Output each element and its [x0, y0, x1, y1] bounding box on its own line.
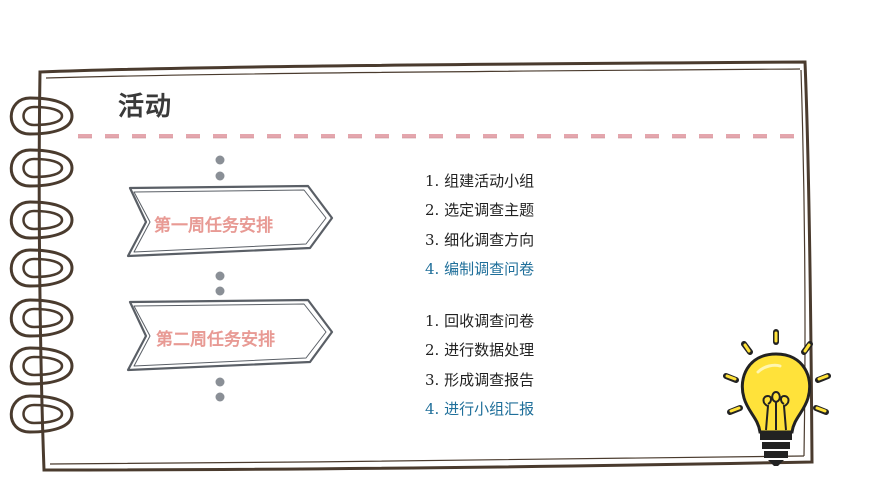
ring-4: [9, 248, 74, 288]
week2-task-3: 3. 形成调查报告: [425, 371, 535, 389]
week2-task-4: 4. 进行小组汇报: [425, 400, 535, 418]
week1-banner-label: 第一周任务安排: [154, 216, 273, 236]
ring-2: [9, 148, 74, 188]
dashed-divider: [78, 134, 802, 139]
ring-6: [9, 346, 74, 386]
ring-5: [9, 298, 74, 338]
week2-task-2: 2. 进行数据处理: [425, 341, 535, 359]
week2-banner-label: 第二周任务安排: [156, 330, 275, 350]
page-title: 活动: [118, 92, 173, 122]
lightbulb-icon: [723, 329, 831, 466]
connector-dots: [215, 155, 225, 402]
ring-7: [9, 394, 74, 434]
week1-task-1: 1. 组建活动小组: [425, 172, 535, 190]
week2-banner-shape: [126, 298, 334, 372]
ring-1: [9, 96, 74, 136]
spiral-binding-icon: [9, 96, 74, 434]
week1-task-2: 2. 选定调查主题: [425, 201, 535, 219]
ring-3: [9, 200, 74, 240]
week1-banner-shape: [126, 184, 334, 258]
week2-task-1: 1. 回收调查问卷: [425, 312, 535, 330]
week1-task-3: 3. 细化调查方向: [425, 231, 535, 249]
week1-task-4: 4. 编制调查问卷: [425, 260, 535, 278]
